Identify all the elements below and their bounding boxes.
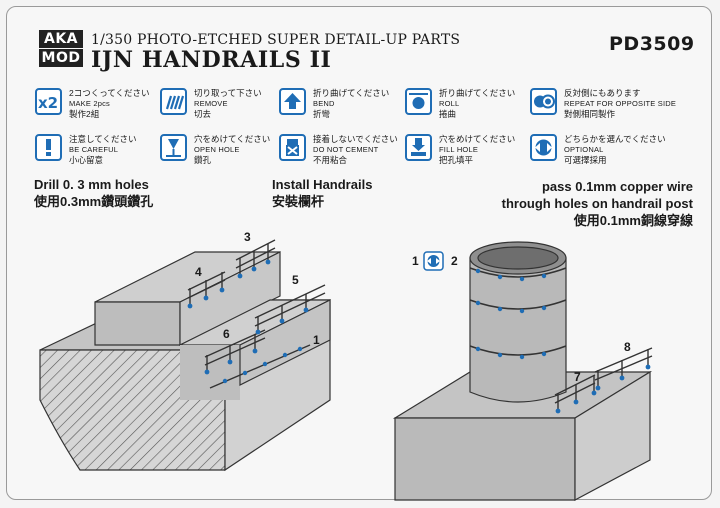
legend-jp: 折り曲げてください [439, 88, 516, 98]
legend-jp: 反対側にもあります [564, 88, 641, 98]
wire-instruction-en2: through holes on handrail post [501, 196, 693, 211]
install-instruction: Install Handrails 安裝欄杆 [272, 176, 372, 210]
fill-hole-icon [405, 134, 432, 161]
drill-instruction-en: Drill 0. 3 mm holes [34, 177, 149, 192]
part-number-7: 7 [574, 370, 581, 384]
right-hole-marks [555, 364, 651, 414]
legend-zh: 鑽孔 [194, 155, 212, 165]
legend-open-hole: 穴をめけてください OPEN HOLE 鑽孔 [160, 134, 300, 170]
legend-zh: 小心留意 [69, 155, 104, 165]
legend-zh: 捲曲 [439, 109, 457, 119]
x2-icon: x2 [35, 88, 62, 115]
product-code: PD3509 [609, 33, 695, 55]
legend-en: MAKE 2pcs [69, 98, 110, 108]
logo-bottom-text: MOD [39, 49, 83, 67]
legend-zh: 不用粘合 [313, 155, 348, 165]
part-number-6: 6 [223, 327, 230, 341]
roll-icon [405, 88, 432, 115]
install-instruction-zh: 安裝欄杆 [272, 194, 325, 209]
part-number-3: 3 [244, 230, 251, 244]
legend-zh: 對側相同製作 [564, 109, 616, 119]
left-hole-marks [187, 259, 309, 384]
legend-jp: 穴をめけてください [439, 134, 516, 144]
repeat-opposite-icon [530, 88, 557, 115]
legend-zh: 折彎 [313, 109, 331, 119]
product-subtitle: 1/350 PHOTO-ETCHED SUPER DETAIL-UP PARTS [91, 32, 461, 48]
logo-top-text: AKA [39, 30, 83, 48]
legend-en: DO NOT CEMENT [313, 144, 379, 154]
part-number-1-option: 1 [412, 254, 419, 268]
careful-icon [35, 134, 62, 161]
legend-en: REPEAT FOR OPPOSITE SIDE [564, 98, 677, 108]
right-funnel [469, 241, 567, 403]
legend-zh: 製作2組 [69, 109, 100, 119]
legend-zh: 切去 [194, 109, 212, 119]
akamod-logo: AKA MOD [39, 30, 83, 68]
optional-icon [423, 251, 444, 271]
legend-zh: 可選擇採用 [564, 155, 607, 165]
funnel-wire-bands [469, 267, 567, 356]
wire-instruction-zh: 使用0.1mm銅線穿線 [573, 213, 693, 228]
legend-en: OPEN HOLE [194, 144, 240, 154]
legend-no-cement: 接着しないでください DO NOT CEMENT 不用粘合 [279, 134, 419, 170]
part-number-2-option: 2 [451, 254, 458, 268]
optional-icon [530, 134, 557, 161]
right-handrails [554, 347, 653, 411]
legend-en: REMOVE [194, 98, 228, 108]
no-cement-icon [279, 134, 306, 161]
legend-jp: どちらかを選んでください [564, 134, 666, 144]
legend-jp: 2コつくってください [69, 88, 150, 98]
legend-jp: 切り取って下さい [194, 88, 262, 98]
part-number-1: 1 [313, 333, 320, 347]
open-hole-icon [160, 134, 187, 161]
legend-repeat-opposite: 反対側にもあります REPEAT FOR OPPOSITE SIDE 對側相同製… [530, 88, 676, 124]
legend-en: BEND [313, 98, 335, 108]
install-instruction-en: Install Handrails [272, 177, 373, 192]
left-deck-structure [39, 251, 331, 472]
left-handrails [187, 239, 326, 389]
legend-jp: 折り曲げてください [313, 88, 390, 98]
part-number-4: 4 [195, 265, 202, 279]
funnel-band-holes [475, 268, 547, 360]
legend-en: OPTIONAL [564, 144, 604, 154]
legend-jp: 注意してください [69, 134, 137, 144]
wire-instruction-en1: pass 0.1mm copper wire [541, 179, 693, 194]
part-number-5: 5 [292, 273, 299, 287]
drill-instruction: Drill 0. 3 mm holes 使用0.3mm鑽頭鑽孔 [34, 176, 153, 210]
legend-jp: 穴をめけてください [194, 134, 271, 144]
bend-icon [279, 88, 306, 115]
drill-instruction-zh: 使用0.3mm鑽頭鑽孔 [34, 194, 154, 209]
product-title: IJN HANDRAILS II [91, 47, 332, 73]
legend-en: BE CAREFUL [69, 144, 119, 154]
part-number-8: 8 [624, 340, 631, 354]
legend-optional: どちらかを選んでください OPTIONAL 可選擇採用 [530, 134, 670, 170]
legend-en: ROLL [439, 98, 460, 108]
legend-remove: 切り取って下さい REMOVE 切去 [160, 88, 300, 124]
legend-jp: 接着しないでください [313, 134, 398, 144]
legend-en: FILL HOLE [439, 144, 479, 154]
legend-bend: 折り曲げてください BEND 折彎 [279, 88, 419, 124]
remove-icon [160, 88, 187, 115]
svg-text:x2: x2 [38, 94, 58, 112]
legend-careful: 注意してください BE CAREFUL 小心留意 [35, 134, 175, 170]
legend-fill-hole: 穴をめけてください FILL HOLE 把孔填平 [405, 134, 545, 170]
legend-zh: 把孔填平 [439, 155, 474, 165]
wire-instruction: pass 0.1mm copper wire through holes on … [502, 178, 693, 229]
legend-roll: 折り曲げてください ROLL 捲曲 [405, 88, 545, 124]
legend-make-2: x2 2コつくってください MAKE 2pcs 製作2組 [35, 88, 175, 124]
